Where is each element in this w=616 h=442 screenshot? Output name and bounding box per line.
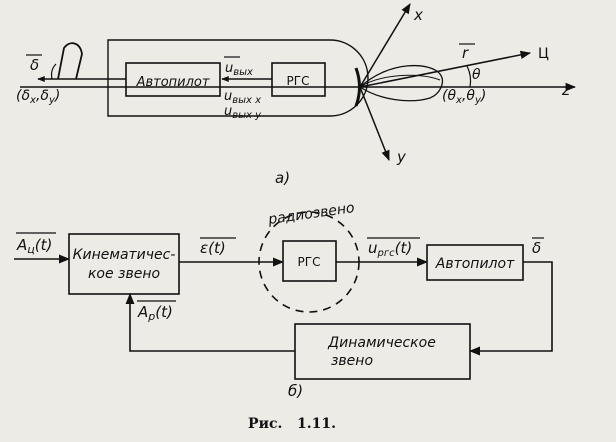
- r-vector-label: r: [462, 44, 469, 62]
- axis-x-line: [359, 3, 411, 88]
- autopilot-label-a: Автопилот: [136, 75, 210, 90]
- dynamic-label-2: звено: [331, 353, 373, 369]
- target-label-a: Ц: [538, 46, 549, 62]
- kinematic-label-1: Кинематичес-: [73, 247, 176, 263]
- seeker-label-a: РГС: [287, 74, 310, 88]
- u-rgs-label: uргс(t): [368, 239, 412, 259]
- theta-xy-label: (θx,θy): [442, 88, 486, 106]
- input-label: Aц(t): [16, 236, 52, 256]
- feedback-label: Aр(t): [137, 303, 173, 323]
- figure-b: [14, 211, 553, 380]
- dynamic-block: [294, 323, 471, 380]
- delta-label-b: δ: [532, 239, 541, 257]
- seeker-label-b: РГС: [298, 255, 321, 269]
- theta-angle-arc: [466, 65, 472, 88]
- u-out-x-label: uвых x: [224, 89, 261, 106]
- target-line-of-sight: [359, 50, 532, 88]
- delta-label-a: δ: [30, 56, 39, 74]
- figure-a-labels: Автопилот РГС uвых uвых x uвых y δ (δx,δ…: [16, 6, 571, 187]
- caption-b: б): [288, 382, 303, 400]
- kinematic-label-2: кое звено: [88, 266, 160, 282]
- dynamic-label-1: Динамическое: [327, 335, 436, 351]
- axis-y-label: y: [396, 148, 407, 166]
- figure-a: [20, 3, 577, 161]
- figure-b-labels: Aц(t) Кинематичес- кое звено ε(t) радиоз…: [16, 200, 541, 400]
- kinematic-block: [68, 233, 180, 295]
- u-out-y-label: uвых y: [224, 104, 262, 121]
- antenna-pattern-lobe-2: [359, 74, 441, 88]
- antenna-pattern-lobe: [358, 64, 444, 102]
- figure-caption: Рис. 1.11.: [248, 416, 336, 432]
- delta-xy-label: (δx,δy): [16, 88, 60, 106]
- autopilot-label-b: Автопилот: [435, 256, 515, 272]
- axis-y-line: [359, 86, 390, 161]
- delta-angle-arc: [50, 63, 57, 80]
- axis-z-label: z: [561, 81, 571, 99]
- theta-label: θ: [472, 67, 481, 83]
- rudder-fin: [57, 42, 83, 80]
- epsilon-label: ε(t): [200, 239, 226, 257]
- u-out-label: uвых: [225, 61, 253, 78]
- delta-arrow-down: [468, 261, 553, 356]
- caption-a: a): [275, 169, 290, 187]
- feedback-arrow-up: [125, 292, 295, 352]
- axis-x-label: x: [413, 6, 423, 24]
